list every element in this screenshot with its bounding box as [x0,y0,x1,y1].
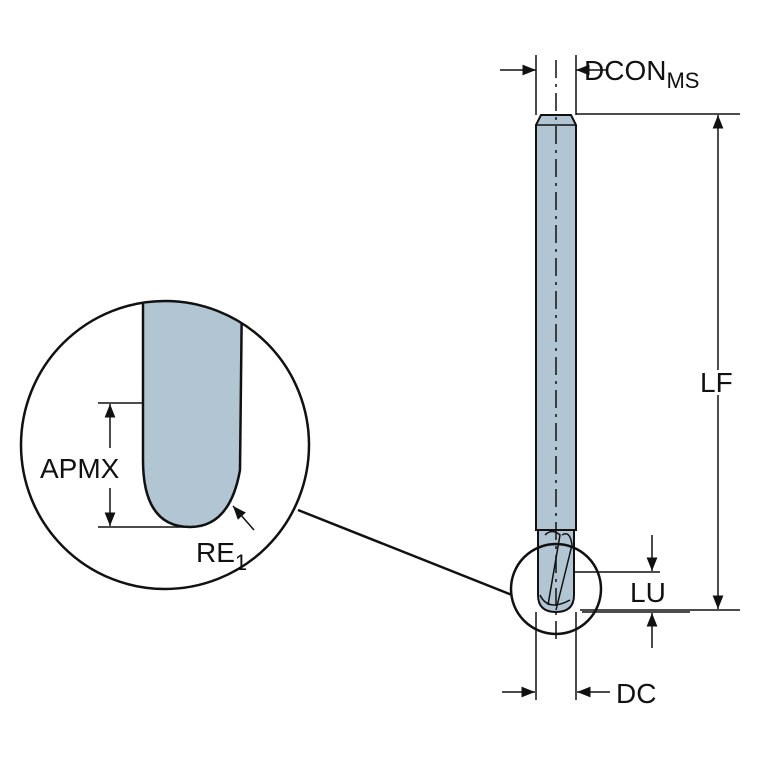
detail-view: APMX RE1 [19,299,311,591]
dc-dimension [502,612,610,700]
lu-label: LU [630,577,666,608]
tool-body [535,114,577,614]
dcon-dimension [500,55,608,115]
re-label: RE1 [196,537,247,575]
apmx-label: APMX [40,453,120,484]
detail-leader [297,508,513,597]
detail-circle-small [509,542,603,636]
dcon-label: DCONMS [584,55,699,93]
dc-label: DC [616,678,656,709]
lf-dimension [576,113,740,611]
lu-dimension [574,535,690,648]
lf-label: LF [700,367,733,398]
